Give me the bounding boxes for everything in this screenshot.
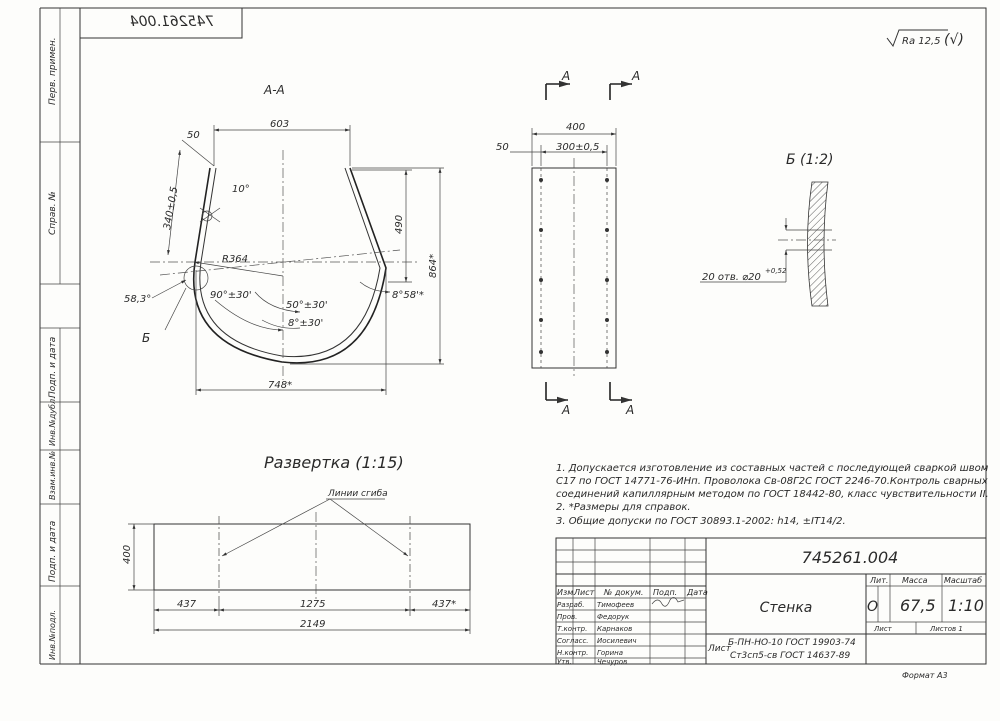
dev-dim-437-right: 437* — [432, 599, 456, 610]
tb-h-podp: Подп. — [653, 588, 677, 597]
tb-material-line1: Б-ПН-НО-10 ГОСТ 19903-74 — [728, 638, 856, 648]
tb-mass-value: 67,5 — [900, 596, 936, 615]
side-stamps: Перв. примен. Справ. № Подп. и дата Инв.… — [48, 37, 58, 660]
stamp-inv-podl: Инв.№подл. — [48, 610, 57, 660]
dim-10deg: 10° — [232, 184, 250, 195]
detail-holes-tol: +0,52 — [765, 267, 787, 275]
dim-748: 748* — [268, 380, 292, 391]
dev-dim-2149: 2149 — [300, 619, 325, 630]
roughness-suffix: (√) — [944, 32, 964, 48]
dim-50: 50 — [187, 130, 200, 141]
dim-603: 603 — [270, 119, 289, 130]
development-view: Развертка (1:15) Линии сгиба 400 437 127… — [122, 453, 471, 634]
dim-8-30: 8°±30' — [288, 318, 323, 329]
dim-90-30: 90°±30' — [210, 290, 252, 301]
tb-lit-value: О — [867, 599, 878, 615]
tb-mass-label: Масса — [902, 576, 928, 585]
roughness-symbol: Ra 12,5 (√) — [886, 29, 964, 48]
u-profile-outer — [193, 167, 387, 364]
cut-bottom-right: А — [625, 403, 634, 417]
detail-b-view: Б (1:2) 20 отв. ⌀20 +0,52 — [700, 152, 836, 307]
tb-scale-label: Масштаб — [944, 576, 982, 585]
stamp-perv-primen: Перв. примен. — [48, 37, 58, 105]
tb-h-data: Дата — [686, 588, 708, 597]
plan-dim-400: 400 — [566, 122, 585, 133]
tb-name: Тимофеев — [597, 601, 634, 609]
dim-r364: R364 — [222, 254, 248, 265]
tb-name: Чечуров — [597, 658, 627, 666]
tb-part-name: Стенка — [760, 600, 813, 616]
section-view-a-a: А-А 603 50 340±0,5 10° 490 864* R364 — [124, 83, 444, 395]
stamp-inv-dubl: Инв.№дубл. — [48, 396, 57, 446]
roughness-value: Ra 12,5 — [902, 36, 941, 47]
plan-dim-50: 50 — [496, 142, 509, 153]
tb-role: Т.контр. — [557, 625, 587, 633]
note-line-2: С17 по ГОСТ 14771-76-ИНп. Проволока Св-0… — [556, 476, 988, 487]
tb-name: Иосилевич — [597, 637, 637, 645]
tb-h-dokum: № докум. — [603, 588, 643, 597]
note-line-4: 2. *Размеры для справок. — [556, 502, 691, 513]
notes: 1. Допускается изготовление из составных… — [556, 463, 989, 527]
tb-role: Разраб. — [557, 601, 585, 609]
section-title: А-А — [263, 83, 285, 97]
tb-lit-label: Лит. — [869, 576, 888, 585]
cut-top-left: А — [561, 69, 570, 83]
dim-8-58: 8°58'* — [392, 290, 424, 301]
cut-bottom-left: А — [561, 403, 570, 417]
dim-58-3: 58,3° — [124, 294, 151, 305]
note-line-3: соединений капиллярным методом по ГОСТ 1… — [556, 489, 989, 500]
drawing-frame — [39, 7, 987, 665]
cut-top-right: А — [631, 69, 640, 83]
dev-dim-1275: 1275 — [300, 599, 325, 610]
tb-role: Согласс. — [557, 637, 589, 645]
dim-490: 490 — [394, 215, 405, 234]
format-label: Формат А3 — [902, 671, 948, 680]
detail-title: Б (1:2) — [786, 152, 834, 168]
development-title: Развертка (1:15) — [264, 453, 404, 472]
note-line-5: 3. Общие допуски по ГОСТ 30893.1-2002: h… — [556, 515, 846, 527]
tb-name: Федорук — [597, 613, 630, 621]
note-line-1: 1. Допускается изготовление из составных… — [556, 463, 989, 474]
plan-dim-300: 300±0,5 — [556, 142, 599, 153]
tb-role: Пров. — [557, 613, 577, 621]
tb-name: Карнаков — [597, 625, 632, 633]
dim-340: 340±0,5 — [162, 186, 180, 231]
plan-holes — [539, 178, 609, 354]
tb-h-izm: Изм. — [557, 588, 576, 597]
plan-view: А А А А 400 300±0,5 50 — [496, 69, 640, 417]
stamp-podp-data-2: Подп. и дата — [48, 521, 58, 582]
mirrored-doc-number: 745261.004 — [130, 14, 215, 30]
tb-role: Н.контр. — [557, 649, 588, 657]
tb-scale-value: 1:10 — [948, 596, 984, 615]
stamp-vzam-inv: Взам.инв.№ — [48, 451, 57, 500]
tb-name: Горина — [597, 649, 623, 657]
u-profile-inner — [199, 167, 381, 358]
tb-sheets-label: Листов 1 — [929, 625, 963, 633]
stamp-podp-data-1: Подп. и дата — [48, 337, 58, 398]
dim-50-30: 50°±30' — [286, 300, 328, 311]
tb-doc-number: 745261.004 — [802, 548, 899, 567]
dev-dim-437-left: 437 — [177, 599, 197, 610]
signature — [651, 597, 685, 607]
tb-role: Утв. — [557, 658, 572, 666]
detail-holes: 20 отв. ⌀20 — [702, 272, 761, 283]
dim-864: 864* — [428, 254, 439, 278]
tb-material-prefix: Лист — [707, 644, 732, 654]
dev-dim-400: 400 — [122, 545, 133, 564]
bend-lines-label: Линии сгиба — [327, 489, 388, 499]
tb-material-line2: Ст3сп5-св ГОСТ 14637-89 — [730, 651, 851, 661]
tb-sheet-label: Лист — [873, 625, 893, 633]
callout-b: Б — [142, 331, 150, 345]
stamp-sprav: Справ. № — [48, 191, 58, 235]
tb-h-list: Лист — [573, 588, 595, 597]
title-block: 745261.004 Стенка Изм. Лист № докум. Под… — [555, 537, 987, 666]
